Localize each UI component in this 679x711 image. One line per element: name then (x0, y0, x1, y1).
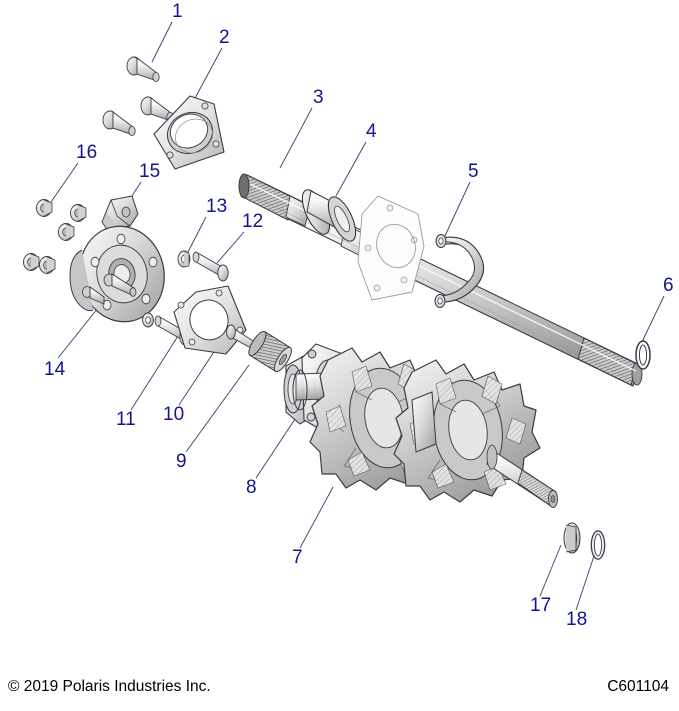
leader-lines-group (50, 21, 665, 611)
leader-line-14 (57, 307, 99, 359)
callout-3: 3 (313, 87, 324, 108)
leader-line-3 (279, 107, 313, 169)
part-3-splined-drive-shaft (238, 173, 643, 387)
leader-line-4 (335, 141, 367, 197)
shaft-mount-bracket (357, 195, 425, 301)
part-11-mounting-gasket-plate (173, 285, 247, 355)
part-9-pinion-gear (248, 330, 292, 373)
part-4-bearing-collar (301, 189, 357, 242)
part-1-flange-bolt-lower (102, 110, 136, 137)
part-6-o-ring (635, 340, 651, 370)
leader-line-8 (255, 409, 302, 479)
leader-line-1 (151, 21, 173, 63)
part-18-snap-ring (590, 530, 606, 560)
leader-line-16 (50, 162, 79, 203)
callout-6: 6 (663, 275, 674, 296)
part-2-bearing-flange-plate (153, 95, 225, 170)
callout-14: 14 (44, 359, 66, 380)
callout-16: 16 (76, 142, 98, 163)
leader-line-6 (640, 295, 665, 345)
leader-line-7 (299, 486, 334, 549)
leader-line-5 (443, 181, 471, 239)
drawing-code: C601104 (607, 678, 669, 695)
callout-2: 2 (219, 27, 230, 48)
leader-line-11 (130, 335, 179, 411)
part-12-hub-bolt-upper (192, 251, 229, 282)
leader-line-13 (187, 216, 207, 253)
part-13-flat-washer (177, 250, 191, 268)
callout-11: 11 (116, 409, 136, 430)
part-1-flange-bolt-mid (140, 96, 174, 123)
leader-line-18 (575, 555, 595, 611)
part-17-seal-ring (563, 522, 581, 554)
callout-17: 17 (530, 595, 552, 616)
callout-9: 9 (176, 451, 187, 472)
part-14-wheel-hub (69, 225, 165, 323)
part-16-lug-nuts (23, 199, 87, 274)
callout-13: 13 (206, 196, 228, 217)
leader-line-9 (185, 364, 250, 453)
leader-line-17 (539, 544, 562, 597)
part-1-flange-bolt-upper (126, 56, 160, 83)
callout-18: 18 (566, 609, 588, 630)
part-13-flat-washer-lower (142, 312, 154, 328)
part-7-gearcase-rotor-assembly (309, 347, 558, 508)
callout-1: 1 (172, 1, 183, 22)
copyright-text: © 2019 Polaris Industries Inc. (8, 678, 211, 695)
callout-4: 4 (366, 121, 377, 142)
callout-5: 5 (468, 161, 479, 182)
part-4-bearing-collar-gearcase (292, 369, 308, 411)
part-5-retainer-strap (434, 234, 485, 308)
callout-15: 15 (139, 161, 161, 182)
callout-8: 8 (246, 477, 257, 498)
callout-12: 12 (242, 211, 264, 232)
footer: © 2019 Polaris Industries Inc. C601104 (0, 665, 679, 711)
callout-7: 7 (292, 547, 303, 568)
leader-line-12 (216, 231, 245, 264)
callout-10: 10 (163, 404, 185, 425)
leader-line-2 (193, 47, 223, 101)
